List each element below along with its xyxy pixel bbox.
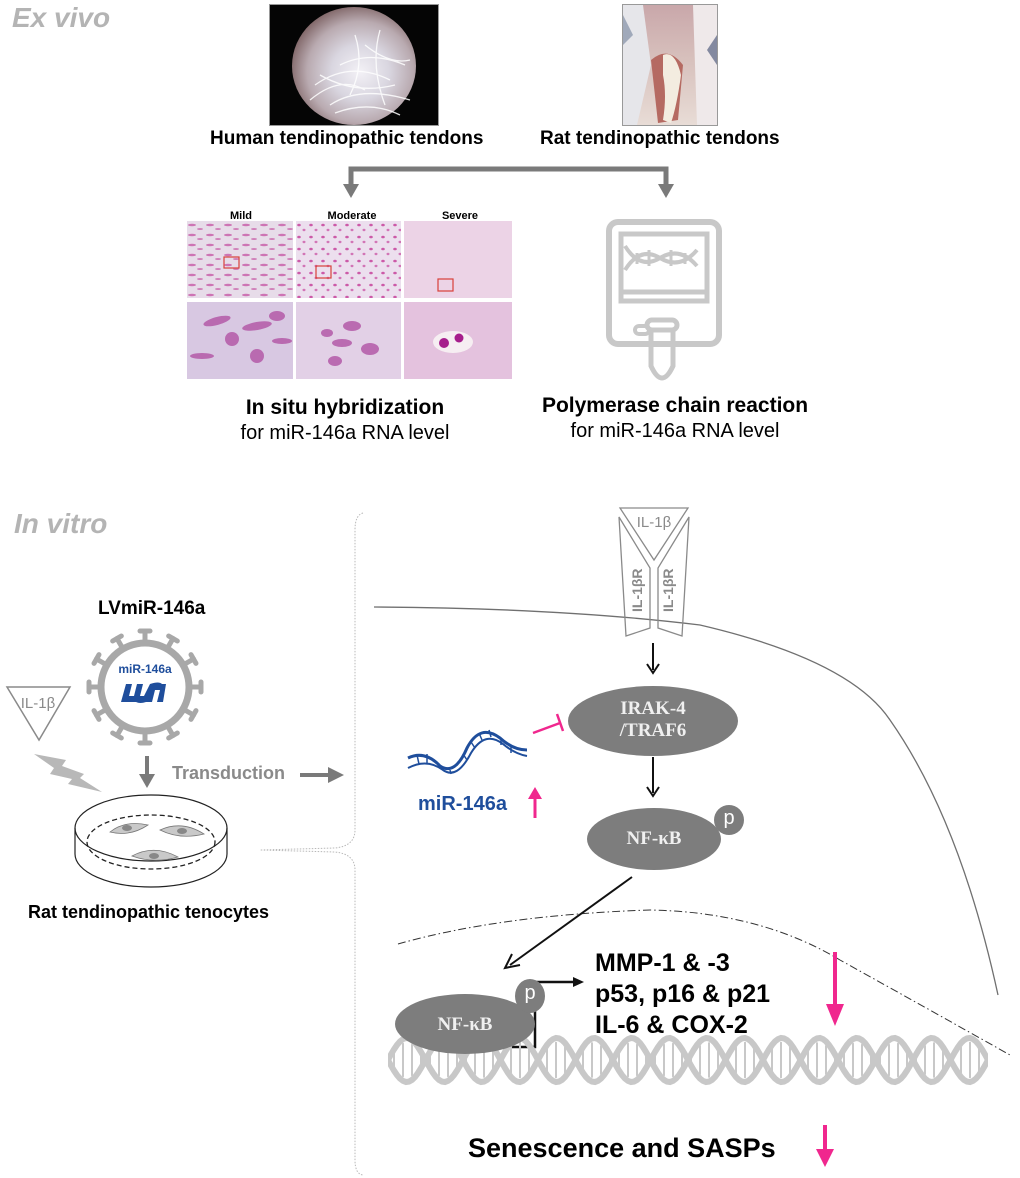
outcome-down-arrow — [816, 1125, 834, 1167]
arrow-receptor-to-irak — [646, 663, 660, 675]
receptor-ligand-label: IL-1β — [637, 514, 672, 531]
ish-subtitle: for miR-146a RNA level — [240, 422, 450, 444]
arrow-irak-to-nfkb — [646, 786, 660, 798]
ish-title: In situ hybridization — [245, 396, 445, 419]
vector-inner-label: miR-146a — [118, 662, 172, 676]
mirna-strand-icon — [407, 729, 528, 775]
receptor-right-label: IL-1βR — [660, 568, 676, 612]
phospho-badge-cyto: p — [714, 805, 744, 835]
panel-moderate-low — [296, 221, 401, 298]
gene-mmp: MMP-1 & -3 — [595, 949, 730, 977]
irak4-traf6-node: IRAK-4 /TRAF6 — [568, 686, 738, 756]
nfkb-nuclear-label: NF-κB — [437, 1014, 493, 1035]
phospho-label: p — [723, 807, 735, 829]
virus-down-arrow — [139, 756, 155, 788]
zoom-bracket — [259, 512, 364, 1176]
nuclear-envelope — [397, 909, 1011, 1056]
grade-label-mild: Mild — [230, 210, 252, 222]
virus-spike-cap — [91, 708, 102, 722]
rat-tendon-graphic — [623, 5, 717, 125]
lightning-bolt-icon — [34, 754, 102, 792]
ish-histology-panels — [187, 221, 512, 379]
mirna-label: miR-146a — [418, 793, 507, 815]
transduction-arrow — [300, 767, 344, 783]
virus-spike-cap — [110, 633, 124, 644]
dish-caption: Rat tendinopathic tenocytes — [28, 902, 270, 922]
transduction-label: Transduction — [172, 763, 286, 783]
il1b-ligand-triangle: IL-1β — [5, 686, 72, 742]
arrowhead-right — [658, 184, 674, 198]
section-title-ex-vivo: Ex vivo — [12, 2, 111, 33]
split-arrow-line — [348, 166, 669, 192]
human-tendon-caption: Human tendinopathic tendons — [210, 128, 484, 149]
nfkb-cyto-label: NF-κB — [626, 828, 682, 849]
phospho-label-nuclear: p — [524, 982, 536, 1004]
arrow-nfkb-translocation — [503, 953, 521, 970]
rat-tendon-photo — [622, 4, 718, 126]
cell-membrane — [373, 606, 999, 996]
traf6-label: /TRAF6 — [619, 720, 687, 741]
virus-spike-cap — [166, 633, 180, 644]
petri-dish-icon — [74, 794, 228, 888]
rna-glyph — [121, 682, 166, 703]
gene-il6-cox2: IL-6 & COX-2 — [595, 1011, 748, 1039]
virus-spike-cap — [188, 708, 199, 722]
nfkb-nuclear-node: NF-κB — [395, 994, 535, 1054]
virus-spike-cap — [110, 730, 124, 741]
mirna-up-arrow — [528, 787, 542, 818]
virus-spike-cap — [188, 652, 199, 666]
roi-box-moderate — [315, 265, 332, 279]
panel-severe-low — [404, 221, 512, 298]
inhibition-line — [532, 721, 561, 735]
gene-p53-p16-p21: p53, p16 & p21 — [595, 980, 771, 1008]
pcr-machine-icon — [606, 219, 722, 381]
lentivirus-icon: miR-146a — [86, 628, 204, 746]
genes-down-arrow — [826, 952, 844, 1026]
il1b-receptor-complex: IL-1β IL-1βR IL-1βR — [618, 507, 690, 637]
human-tendon-photo — [269, 4, 439, 126]
phospho-badge-nuclear: p — [515, 979, 545, 1013]
tenocyte-cells — [109, 823, 206, 861]
pcr-title: Polymerase chain reaction — [541, 394, 809, 417]
roi-box-severe — [437, 278, 454, 292]
split-arrow — [343, 166, 674, 198]
section-title-in-vitro: In vitro — [14, 508, 108, 539]
irak4-label: IRAK-4 — [620, 698, 686, 719]
grade-label-moderate: Moderate — [327, 210, 377, 222]
il1b-ligand-label: IL-1β — [21, 695, 56, 712]
target-genes-list: MMP-1 & -3 p53, p16 & p21 IL-6 & COX-2 — [595, 948, 770, 1041]
roi-box-mild — [223, 256, 240, 269]
rat-tendon-caption: Rat tendinopathic tendons — [540, 128, 780, 149]
receptor-left — [618, 516, 651, 637]
nfkb-cytoplasm-node: NF-κB — [587, 808, 721, 870]
virus-spike-cap — [91, 652, 102, 666]
grade-label-severe: Severe — [441, 210, 479, 222]
vector-label: LVmiR-146a — [98, 598, 206, 619]
panel-mild-low — [187, 221, 293, 298]
arrowhead-left — [343, 184, 359, 198]
outcome-label: Senescence and SASPs — [468, 1133, 776, 1163]
receptor-left-label: IL-1βR — [629, 568, 645, 612]
virus-spike-cap — [166, 730, 180, 741]
pcr-subtitle: for miR-146a RNA level — [570, 420, 780, 442]
receptor-right — [657, 516, 690, 637]
tendon-fibers-graphic — [309, 29, 411, 116]
dna-double-helix — [388, 1034, 988, 1086]
